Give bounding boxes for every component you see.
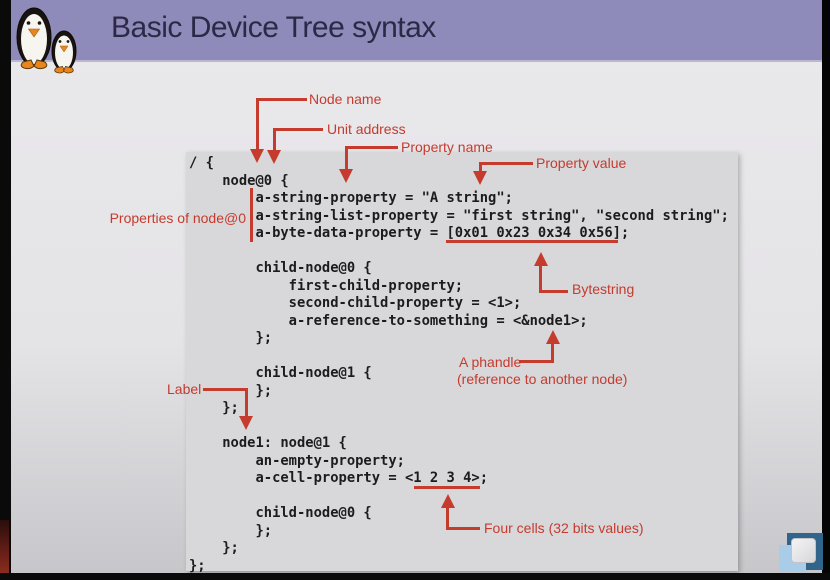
node-name-label: Node name (309, 91, 382, 107)
property-value-label: Property value (536, 155, 627, 171)
four-cells-line-h (446, 527, 480, 530)
unit-address-label: Unit address (327, 121, 406, 137)
video-watermark-icon (779, 533, 823, 572)
unit-address-line-h (273, 128, 323, 131)
left-edge-video-sliver (0, 520, 9, 573)
bytestring-arrowhead-icon (534, 252, 548, 266)
label-line-h (203, 388, 248, 391)
property-name-label: Property name (401, 139, 493, 155)
label-arrowhead-icon (239, 416, 253, 430)
bytestring-underline (446, 240, 618, 243)
big-penguin (16, 7, 52, 70)
property-name-line-h (345, 146, 398, 149)
property-name-arrowhead-icon (339, 169, 353, 183)
code-panel: / { node@0 { a-string-property = "A stri… (186, 152, 738, 574)
four-cells-line-v (446, 506, 449, 530)
property-name-line-v (345, 146, 348, 170)
right-letterbox (822, 0, 830, 580)
unit-address-arrowhead-icon (267, 150, 281, 164)
unit-address-line-v (273, 128, 276, 152)
phandle-arrowhead-icon (546, 330, 560, 344)
property-value-arrowhead-icon (473, 171, 487, 185)
left-letterbox (0, 0, 11, 580)
devicetree-code: / { node@0 { a-string-property = "A stri… (189, 155, 729, 574)
phandle-label: A phandle (459, 354, 522, 370)
four-cells-arrowhead-icon (441, 494, 455, 508)
node-name-line-h (256, 98, 307, 101)
four-cells-label: Four cells (32 bits values) (484, 520, 644, 536)
slide-title: Basic Device Tree syntax (111, 11, 436, 44)
watermark-white-square (791, 538, 816, 563)
node-name-arrowhead-icon (250, 149, 264, 163)
phandle-line-v (551, 344, 554, 363)
property-value-line-v (479, 162, 482, 173)
properties-bracket-line (250, 188, 253, 242)
label-line-v (245, 388, 248, 417)
property-value-line-h (479, 162, 533, 165)
four-cells-underline (414, 486, 480, 489)
properties-of-node-label: Properties of node@0 (109, 210, 246, 226)
bytestring-line-h (539, 290, 568, 293)
phandle-line-h (519, 360, 554, 363)
bottom-letterbox (0, 573, 830, 580)
penguins-logo-icon (16, 7, 77, 74)
phandle-sublabel: (reference to another node) (457, 371, 628, 387)
bytestring-line-v (539, 264, 542, 293)
small-penguin (51, 30, 77, 74)
label-annotation-label: Label (167, 381, 202, 397)
slide-header: Basic Device Tree syntax (11, 0, 822, 62)
node-name-line-v (256, 98, 259, 150)
bytestring-label: Bytestring (572, 281, 635, 297)
